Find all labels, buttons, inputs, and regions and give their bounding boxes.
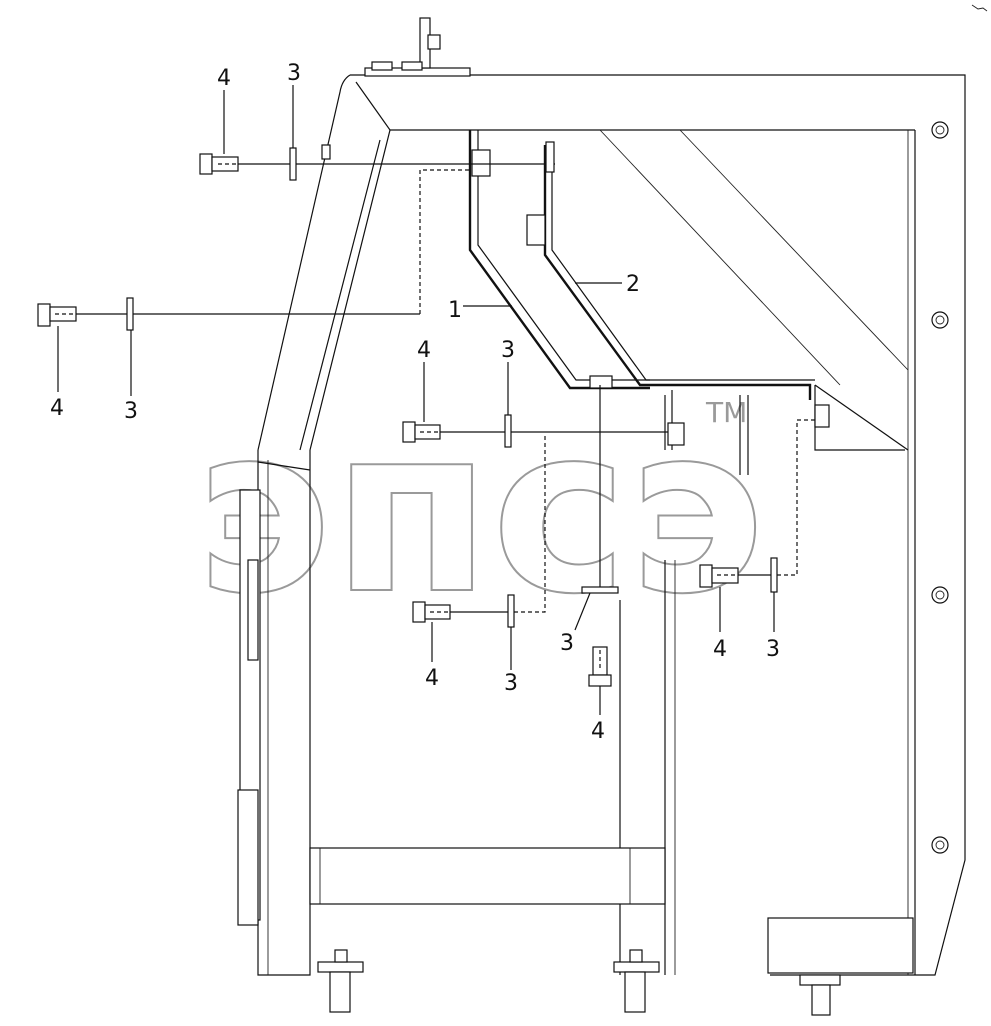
left-post-inner-line xyxy=(299,139,381,451)
bracket-1-bottom-nut xyxy=(589,375,613,389)
watermark-text: эпсэ xyxy=(195,378,765,645)
bolt-assembly-middle xyxy=(402,414,668,448)
bolt-head xyxy=(402,421,416,443)
callout-3: 3 xyxy=(124,399,138,424)
side-nut xyxy=(321,144,331,160)
bracket-1-nut xyxy=(471,149,491,177)
brace-3 xyxy=(814,384,909,451)
top-beam-inner-corner xyxy=(355,81,391,131)
watermark: эпсэ TM xyxy=(194,377,766,646)
bolt-head xyxy=(588,674,612,687)
bracket-2-fin xyxy=(739,395,749,475)
bracket-2 xyxy=(526,145,905,475)
top-ear-bolt xyxy=(427,34,441,50)
bracket-1-body xyxy=(468,130,650,390)
top-beam-upper-edge xyxy=(350,74,966,130)
bolt-assembly-top xyxy=(199,141,555,181)
callout-3: 3 xyxy=(287,61,301,86)
callout-1: 1 xyxy=(448,298,462,323)
washer xyxy=(581,586,619,594)
top-nut-1 xyxy=(371,61,393,71)
bracket-2-mid-nut xyxy=(667,422,685,446)
callout-4: 4 xyxy=(591,719,605,744)
callout-3: 3 xyxy=(501,338,515,363)
brace-1 xyxy=(599,129,841,386)
bolt-head xyxy=(37,303,51,327)
trademark-mark: TM xyxy=(705,396,747,429)
callout-4: 4 xyxy=(713,637,727,662)
callout-3: 3 xyxy=(560,631,574,656)
right-post-bolts xyxy=(931,121,949,854)
bracket-2-inner xyxy=(551,145,815,381)
washer xyxy=(504,414,512,448)
bracket-1 xyxy=(468,130,650,390)
bolt-head xyxy=(412,601,426,623)
left-post-inner-diagonal xyxy=(309,129,391,451)
callout-4: 4 xyxy=(217,66,231,91)
left-post-outer-diagonal xyxy=(257,74,351,451)
washer xyxy=(126,297,134,331)
frame xyxy=(237,17,966,1016)
bracket-2-hole xyxy=(545,141,555,173)
callout-3: 3 xyxy=(766,637,780,662)
bolt-head xyxy=(199,153,213,175)
top-nut-2 xyxy=(401,61,423,71)
corner-mark xyxy=(971,4,988,12)
brace-2 xyxy=(679,129,909,371)
bolt-assembly-right xyxy=(699,419,815,593)
callout-4: 4 xyxy=(425,666,439,691)
hidden-path xyxy=(777,419,815,576)
left-post-step xyxy=(257,461,311,471)
washer xyxy=(770,557,778,593)
left-lower-plate xyxy=(237,789,259,926)
callout-3: 3 xyxy=(504,671,518,696)
right-post-outer xyxy=(770,130,966,976)
leader-lines xyxy=(57,85,775,715)
hidden-path xyxy=(419,169,470,314)
base-block xyxy=(767,917,914,974)
bracket-2-body xyxy=(543,145,812,400)
bolt-assembly-left xyxy=(37,169,470,331)
callout-4: 4 xyxy=(50,396,64,421)
bolt-assembly-vertical xyxy=(581,385,619,687)
hidden-path xyxy=(514,435,546,613)
callouts: 1 2 3 4 3 4 3 4 3 4 3 4 3 4 xyxy=(50,61,780,744)
bolt-head xyxy=(699,564,713,588)
washer xyxy=(507,594,515,628)
left-mid-plate xyxy=(247,559,259,661)
bracket-2-plate xyxy=(526,214,546,246)
bracket-2-side-nut xyxy=(814,404,830,428)
callout-4: 4 xyxy=(417,338,431,363)
bolt-assembly-lower xyxy=(412,435,546,628)
feet xyxy=(317,949,841,1016)
bracket-1-inner xyxy=(477,130,650,381)
bottom-cross-beam xyxy=(309,847,666,905)
washer xyxy=(289,147,297,181)
callout-2: 2 xyxy=(626,272,640,297)
